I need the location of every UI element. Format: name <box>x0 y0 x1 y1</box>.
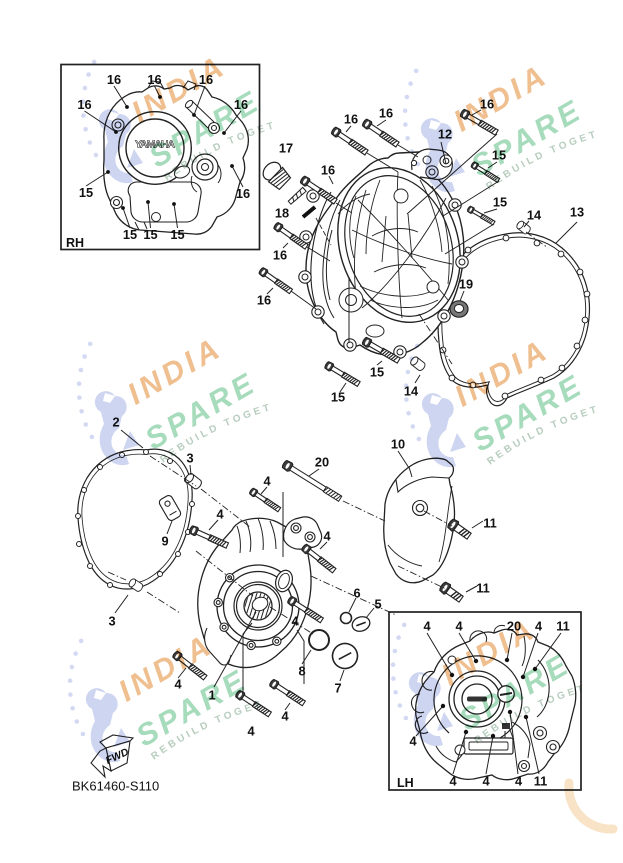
svg-text:4: 4 <box>263 474 271 489</box>
svg-text:16: 16 <box>321 163 335 178</box>
svg-text:16: 16 <box>107 72 121 87</box>
svg-text:7: 7 <box>334 681 341 696</box>
svg-text:16: 16 <box>344 112 358 127</box>
svg-text:15: 15 <box>370 365 384 380</box>
svg-text:4: 4 <box>449 774 457 789</box>
svg-text:11: 11 <box>483 516 497 531</box>
svg-text:4: 4 <box>482 774 490 789</box>
svg-text:16: 16 <box>379 106 393 121</box>
svg-text:LH: LH <box>397 776 414 790</box>
svg-text:6: 6 <box>353 586 360 601</box>
svg-text:15: 15 <box>170 227 184 242</box>
svg-text:13: 13 <box>570 205 584 220</box>
svg-text:4: 4 <box>291 614 299 629</box>
svg-text:15: 15 <box>331 390 345 405</box>
svg-text:8: 8 <box>298 664 305 679</box>
svg-text:4: 4 <box>409 734 417 749</box>
svg-text:15: 15 <box>493 195 507 210</box>
svg-text:20: 20 <box>315 455 329 470</box>
svg-text:4: 4 <box>174 677 182 692</box>
svg-text:10: 10 <box>391 437 405 452</box>
svg-text:16: 16 <box>257 293 271 308</box>
svg-text:9: 9 <box>161 534 168 549</box>
svg-text:18: 18 <box>275 206 289 221</box>
svg-text:4: 4 <box>535 619 543 634</box>
svg-text:15: 15 <box>143 227 157 242</box>
svg-text:15: 15 <box>79 185 93 200</box>
svg-text:16: 16 <box>273 248 287 263</box>
svg-text:5: 5 <box>374 597 381 612</box>
svg-text:4: 4 <box>323 529 331 544</box>
svg-text:4: 4 <box>216 507 224 522</box>
svg-text:3: 3 <box>186 451 193 466</box>
svg-text:16: 16 <box>77 97 91 112</box>
svg-text:16: 16 <box>236 186 250 201</box>
svg-text:4: 4 <box>247 724 255 739</box>
svg-text:BK61460-S110: BK61460-S110 <box>72 779 159 794</box>
svg-text:11: 11 <box>556 619 570 634</box>
svg-text:4: 4 <box>423 619 431 634</box>
svg-text:11: 11 <box>534 774 548 789</box>
svg-text:4: 4 <box>455 619 463 634</box>
svg-text:3: 3 <box>108 614 115 629</box>
svg-text:19: 19 <box>459 277 473 292</box>
svg-text:14: 14 <box>527 208 542 223</box>
svg-text:RH: RH <box>66 236 84 250</box>
svg-text:11: 11 <box>476 581 490 596</box>
svg-text:17: 17 <box>279 141 293 156</box>
svg-text:4: 4 <box>515 774 523 789</box>
svg-text:4: 4 <box>281 709 289 724</box>
svg-text:15: 15 <box>123 227 137 242</box>
